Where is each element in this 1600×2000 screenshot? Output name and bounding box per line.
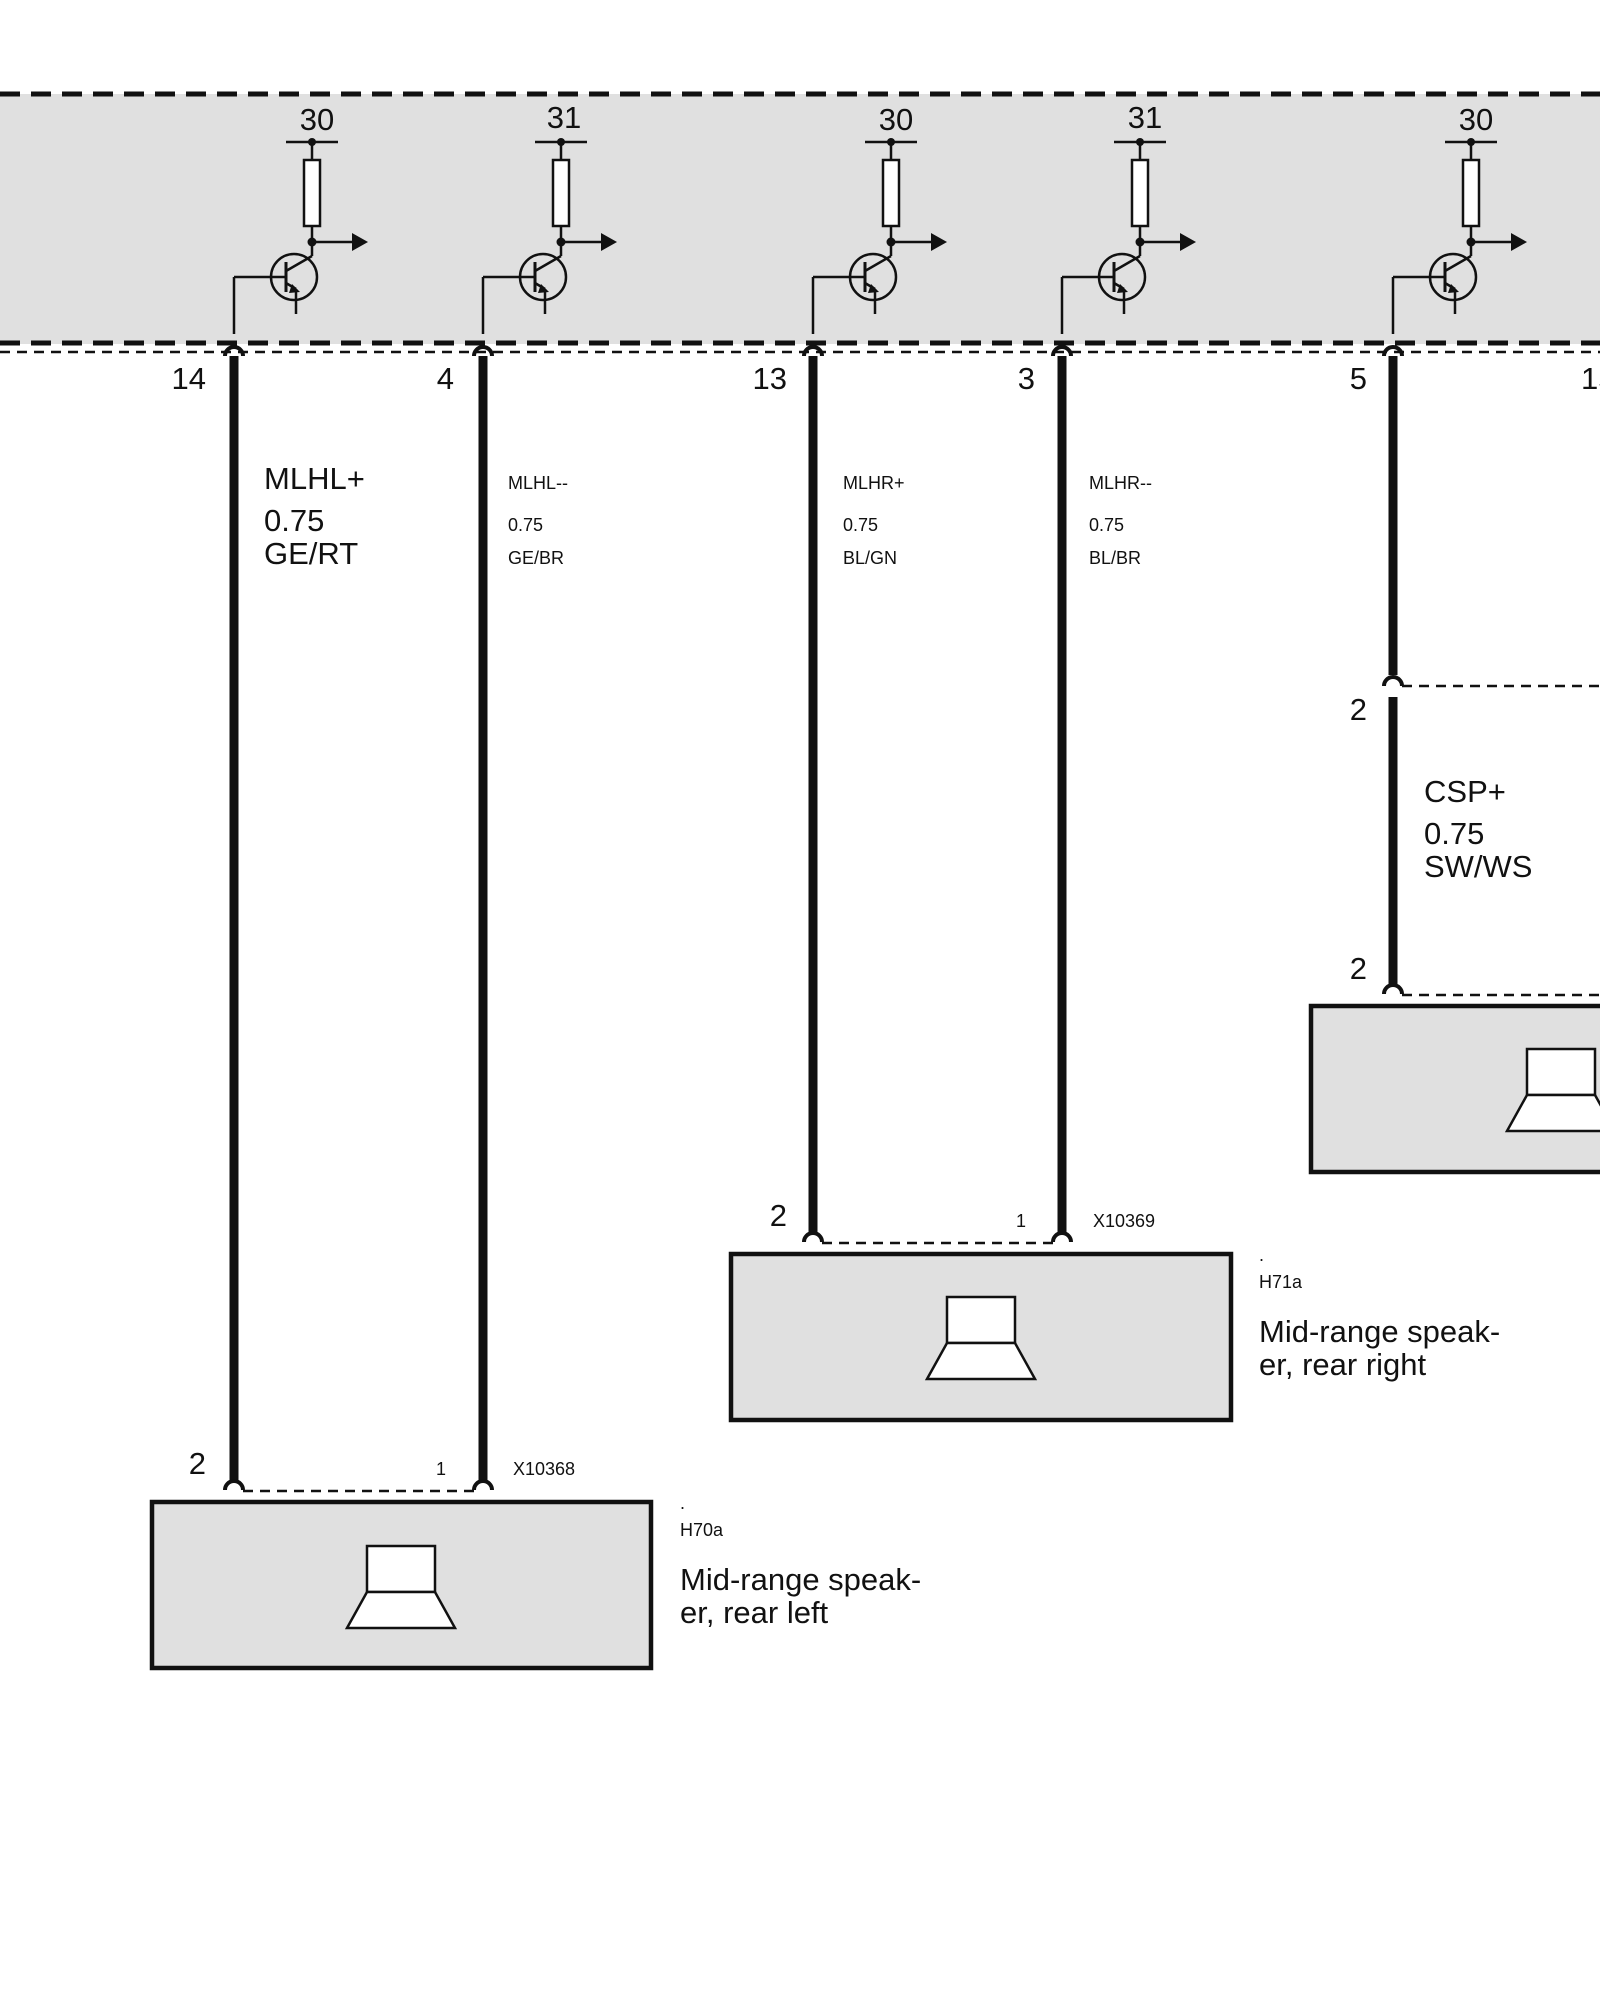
wire-color-label: GE/BR bbox=[508, 548, 564, 568]
inline-connector-pin: 2 bbox=[1350, 951, 1367, 986]
wire-size-label: 0.75 bbox=[1424, 816, 1484, 851]
supply-label: 31 bbox=[547, 100, 581, 135]
wire-mlhr-minus bbox=[1051, 345, 1073, 1232]
component-description: Mid-range speak- bbox=[1259, 1314, 1500, 1349]
connector-id: X10368 bbox=[513, 1459, 575, 1479]
component-h70a: 2 1 X10368 . H70a Mid-range speak- er, r… bbox=[149, 1446, 921, 1671]
pin-label: 14 bbox=[172, 361, 206, 396]
wire-signal-label: MLHL+ bbox=[264, 461, 365, 496]
component-h71a: 2 1 X10369 . H71a Mid-range speak- er, r… bbox=[728, 1198, 1500, 1423]
component-description: er, rear left bbox=[680, 1595, 829, 1630]
wire-color-label: GE/RT bbox=[264, 536, 358, 571]
component-description: Mid-range speak- bbox=[680, 1562, 921, 1597]
wire-signal-label: MLHL-- bbox=[508, 473, 568, 493]
connector-pin: 1 bbox=[1016, 1211, 1026, 1231]
wire-mlhl-plus bbox=[223, 345, 245, 1480]
connector-pin: 2 bbox=[770, 1198, 787, 1233]
inline-connector-pin: 2 bbox=[1350, 692, 1367, 727]
inline-connector: 2 2 bbox=[1350, 675, 1600, 997]
component-dot: . bbox=[680, 1493, 685, 1513]
component-dot: . bbox=[1259, 1245, 1264, 1265]
supply-label: 30 bbox=[879, 102, 913, 137]
wire-signal-label: MLHR+ bbox=[843, 473, 905, 493]
wire-size-label: 0.75 bbox=[264, 503, 324, 538]
connector-id: X10369 bbox=[1093, 1211, 1155, 1231]
wire-mlhl-minus bbox=[472, 345, 494, 1480]
wire-csp-plus bbox=[1382, 345, 1404, 985]
wire-mlhr-plus bbox=[802, 345, 824, 1232]
component-id: H71a bbox=[1259, 1272, 1303, 1292]
wire-color-label: SW/WS bbox=[1424, 849, 1533, 884]
pin-label: 5 bbox=[1350, 361, 1367, 396]
control-unit: 30 31 30 31 30 bbox=[0, 91, 1600, 354]
supply-label: 31 bbox=[1128, 100, 1162, 135]
wire-color-label: BL/BR bbox=[1089, 548, 1141, 568]
supply-label: 30 bbox=[1459, 102, 1493, 137]
pin-label: 4 bbox=[437, 361, 454, 396]
pin-label: 13 bbox=[753, 361, 787, 396]
wire-size-label: 0.75 bbox=[843, 515, 878, 535]
pin-label: 3 bbox=[1018, 361, 1035, 396]
wire-signal-label: CSP+ bbox=[1424, 774, 1506, 809]
pin-label: 15 bbox=[1581, 361, 1600, 396]
connector-pin: 2 bbox=[189, 1446, 206, 1481]
wire-signal-label: MLHR-- bbox=[1089, 473, 1152, 493]
component-id: H70a bbox=[680, 1520, 724, 1540]
component-description: er, rear right bbox=[1259, 1347, 1427, 1382]
connector-pin: 1 bbox=[436, 1459, 446, 1479]
wire-size-label: 0.75 bbox=[508, 515, 543, 535]
wire-color-label: BL/GN bbox=[843, 548, 897, 568]
speaker-box-right bbox=[1308, 1003, 1600, 1175]
wire-size-label: 0.75 bbox=[1089, 515, 1124, 535]
supply-label: 30 bbox=[300, 102, 334, 137]
